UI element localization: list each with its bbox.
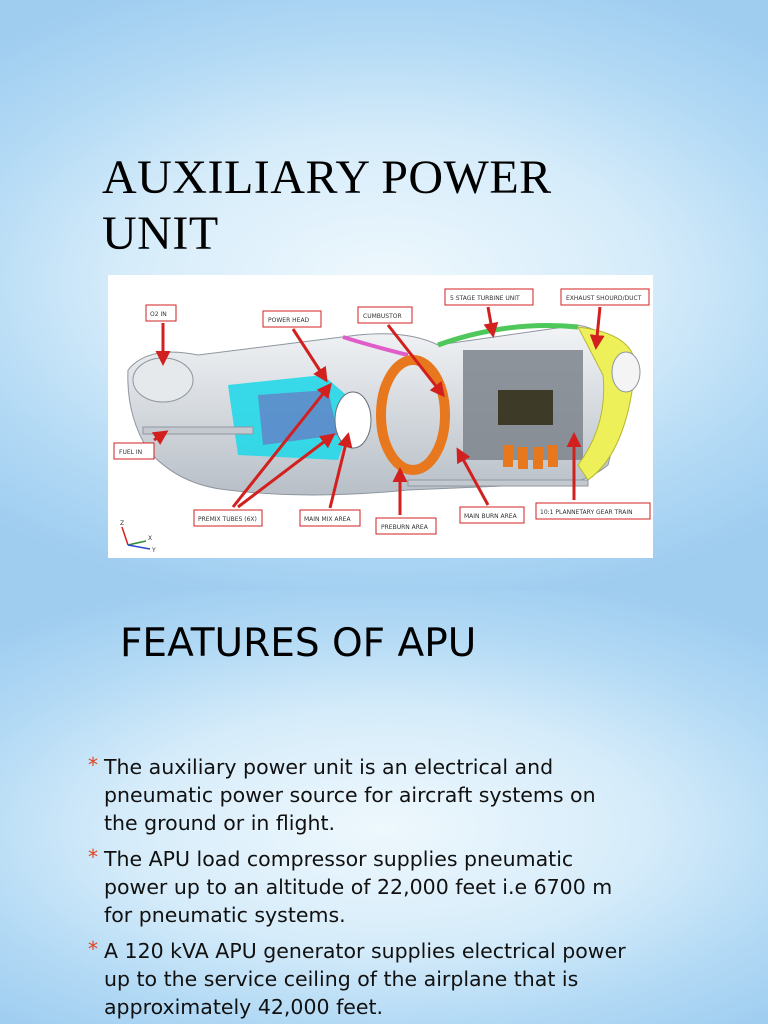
svg-text:O2 IN: O2 IN bbox=[150, 311, 167, 318]
label-fuel-in: FUEL IN bbox=[113, 442, 155, 460]
slide-1-title: AUXILIARY POWER UNIT bbox=[102, 151, 552, 260]
label-gear-train: 10:1 PLANNETARY GEAR TRAIN bbox=[535, 502, 651, 520]
label-o2-in: O2 IN bbox=[145, 304, 177, 322]
svg-text:EXHAUST SHOURD/DUCT: EXHAUST SHOURD/DUCT bbox=[566, 295, 642, 302]
label-main-burn: MAIN BURN AREA bbox=[459, 506, 525, 524]
label-main-mix: MAIN MIX AREA bbox=[299, 509, 361, 527]
slide-1: AUXILIARY POWER UNIT bbox=[0, 0, 768, 590]
svg-text:CUMBUSTOR: CUMBUSTOR bbox=[363, 313, 402, 320]
engine-body bbox=[127, 323, 641, 496]
svg-text:MAIN BURN AREA: MAIN BURN AREA bbox=[464, 513, 518, 520]
list-item: * A 120 kVA APU generator supplies elect… bbox=[88, 937, 628, 1021]
bullet-star-icon: * bbox=[88, 937, 98, 961]
features-list: * The auxiliary power unit is an electri… bbox=[88, 753, 628, 1024]
slide-2: FEATURES OF APU * The auxiliary power un… bbox=[0, 590, 768, 1024]
svg-text:5 STAGE TURBINE UNIT: 5 STAGE TURBINE UNIT bbox=[450, 295, 520, 302]
svg-text:PREBURN AREA: PREBURN AREA bbox=[381, 524, 429, 531]
svg-text:FUEL IN: FUEL IN bbox=[119, 449, 142, 456]
label-preburn: PREBURN AREA bbox=[375, 517, 437, 535]
svg-text:X: X bbox=[148, 535, 152, 542]
label-turbine: 5 STAGE TURBINE UNIT bbox=[444, 288, 534, 306]
slide-2-title: FEATURES OF APU bbox=[120, 621, 477, 666]
label-exhaust: EXHAUST SHOURD/DUCT bbox=[560, 288, 650, 306]
bullet-star-icon: * bbox=[88, 753, 98, 777]
svg-text:PREMIX TUBES (6X): PREMIX TUBES (6X) bbox=[198, 516, 257, 523]
svg-text:Y: Y bbox=[151, 547, 156, 554]
bullet-text: A 120 kVA APU generator supplies electri… bbox=[104, 939, 626, 1019]
callout-arrows bbox=[151, 306, 605, 515]
axis-triad: Z X Y bbox=[120, 520, 156, 554]
svg-text:POWER HEAD: POWER HEAD bbox=[268, 317, 310, 324]
label-cumbustor: CUMBUSTOR bbox=[357, 306, 413, 324]
svg-text:10:1 PLANNETARY GEAR TRAIN: 10:1 PLANNETARY GEAR TRAIN bbox=[540, 509, 633, 516]
label-power-head: POWER HEAD bbox=[262, 310, 322, 328]
list-item: * The auxiliary power unit is an electri… bbox=[88, 753, 628, 837]
svg-text:MAIN MIX AREA: MAIN MIX AREA bbox=[304, 516, 351, 523]
bullet-text: The APU load compressor supplies pneumat… bbox=[104, 847, 613, 927]
svg-text:Z: Z bbox=[120, 520, 124, 527]
list-item: * The APU load compressor supplies pneum… bbox=[88, 845, 628, 929]
apu-cutaway-diagram: O2 IN POWER HEAD CUMBUSTOR 5 STAGE TURBI… bbox=[108, 275, 653, 558]
bullet-star-icon: * bbox=[88, 845, 98, 869]
label-premix: PREMIX TUBES (6X) bbox=[193, 509, 263, 527]
bullet-text: The auxiliary power unit is an electrica… bbox=[104, 755, 596, 835]
